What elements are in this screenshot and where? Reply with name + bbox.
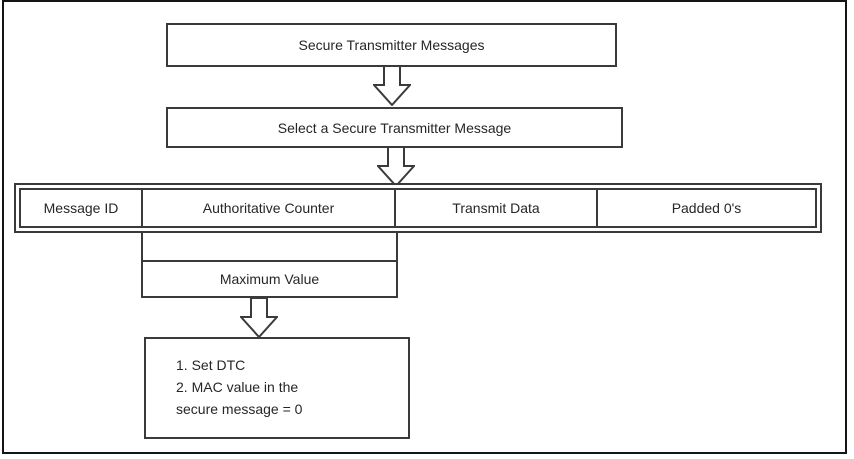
connector-line-right bbox=[396, 231, 398, 262]
table-cell-message-id: Message ID bbox=[21, 190, 141, 226]
connector-line-left bbox=[141, 231, 143, 262]
node-maximum-value: Maximum Value bbox=[141, 260, 398, 298]
message-structure-row: Message ID Authoritative Counter Transmi… bbox=[19, 188, 817, 228]
cell-label: Padded 0's bbox=[671, 200, 742, 216]
table-cell-transmit-data: Transmit Data bbox=[394, 190, 596, 226]
message-structure-table: Message ID Authoritative Counter Transmi… bbox=[14, 183, 822, 233]
node-secure-transmitter-messages: Secure Transmitter Messages bbox=[166, 23, 617, 67]
cell-label: Authoritative Counter bbox=[202, 200, 335, 216]
node-label: Select a Secure Transmitter Message bbox=[277, 119, 512, 136]
flow-down-arrow-icon bbox=[240, 297, 278, 338]
cell-label: Message ID bbox=[43, 200, 119, 216]
action-line: 2. MAC value in the bbox=[176, 379, 299, 395]
cell-label: Transmit Data bbox=[452, 200, 540, 216]
node-select-secure-transmitter-message: Select a Secure Transmitter Message bbox=[166, 107, 623, 148]
node-dtc-mac-actions: 1. Set DTC 2. MAC value in the secure me… bbox=[144, 337, 410, 439]
table-cell-padded-zeros: Padded 0's bbox=[596, 190, 815, 226]
flow-down-arrow-icon bbox=[377, 146, 415, 187]
action-line: secure message = 0 bbox=[176, 401, 303, 417]
table-cell-authoritative-counter: Authoritative Counter bbox=[141, 190, 394, 226]
node-label: Maximum Value bbox=[219, 271, 320, 287]
flow-down-arrow-icon bbox=[373, 65, 411, 106]
action-line: 1. Set DTC bbox=[176, 357, 246, 373]
outer-frame bbox=[2, 0, 847, 454]
node-label: Secure Transmitter Messages bbox=[298, 37, 485, 53]
